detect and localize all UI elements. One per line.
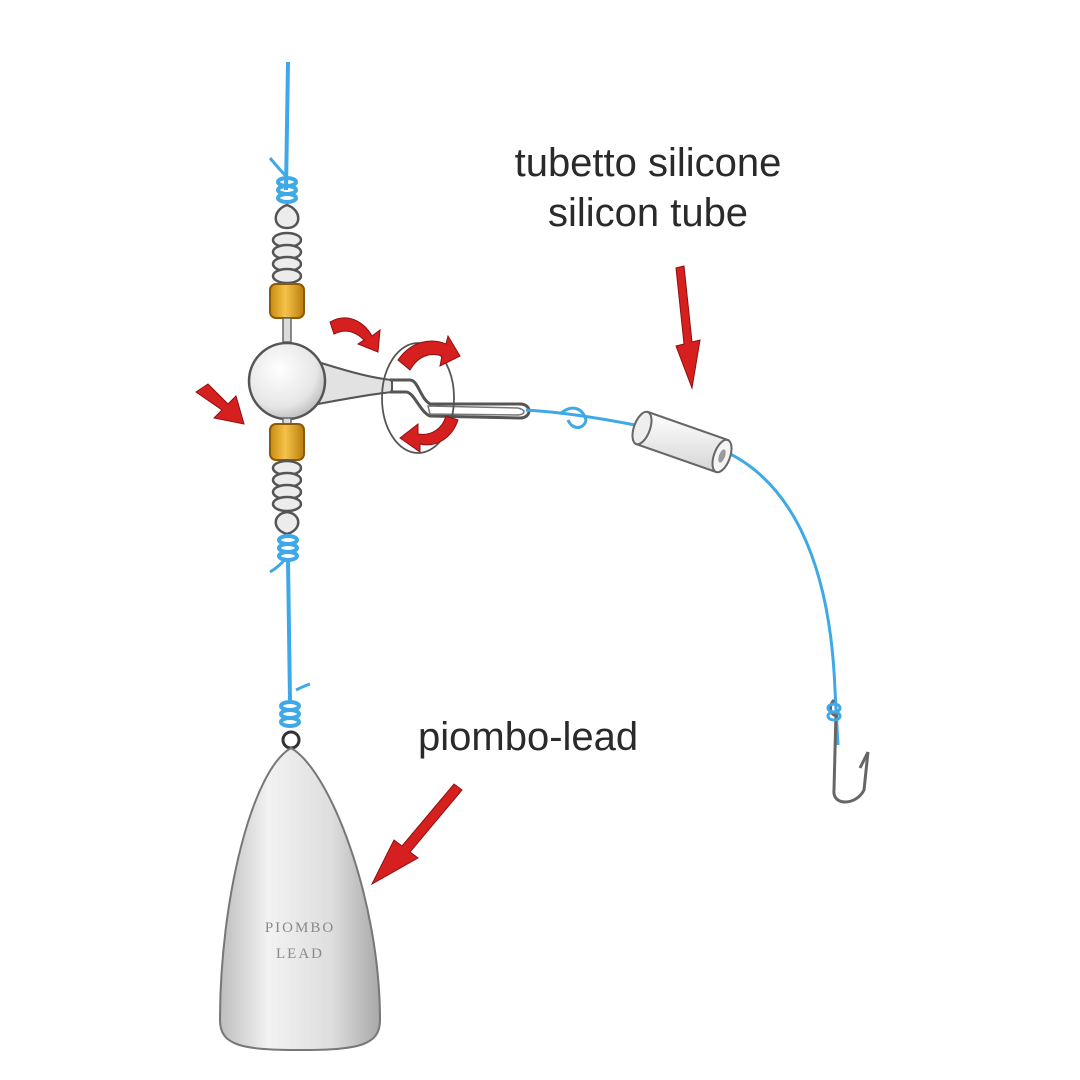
tube-pointer-arrow <box>675 265 701 390</box>
left-rotation-arrow <box>195 383 245 425</box>
lower-swivel <box>271 459 303 536</box>
lead-sinker: PIOMBO LEAD <box>218 746 382 1052</box>
top-knot <box>276 176 298 204</box>
lower-knot <box>277 534 299 562</box>
arm-rotation-arrow-bottom <box>399 415 459 453</box>
silicone-tube-label-en: silicon tube <box>547 191 749 235</box>
silicone-tube-label: tubetto silicone silicon tube <box>448 138 848 238</box>
upper-bead <box>269 283 305 319</box>
lead-label: piombo-lead <box>418 715 639 759</box>
upper-swivel <box>271 203 303 285</box>
upper-rotation-arrow <box>329 317 381 353</box>
lower-bead <box>269 423 305 461</box>
arm-rotation-arrow-top <box>397 334 461 371</box>
silicone-tube <box>631 410 733 474</box>
main-line-bottom <box>286 559 292 701</box>
sinker-engraving-1: PIOMBO <box>265 920 335 936</box>
three-way-joint <box>247 341 531 421</box>
red-arrows <box>195 265 701 886</box>
rotation-ring <box>381 342 455 454</box>
silicone-tube-label-it: tubetto silicone <box>514 141 782 185</box>
sinker-pointer-arrow <box>370 783 463 886</box>
leader-line <box>525 406 840 746</box>
sinker-knot <box>279 700 301 728</box>
fishing-hook <box>826 698 870 804</box>
sinker-engraving-2: LEAD <box>276 946 324 962</box>
main-line-top <box>268 61 290 191</box>
